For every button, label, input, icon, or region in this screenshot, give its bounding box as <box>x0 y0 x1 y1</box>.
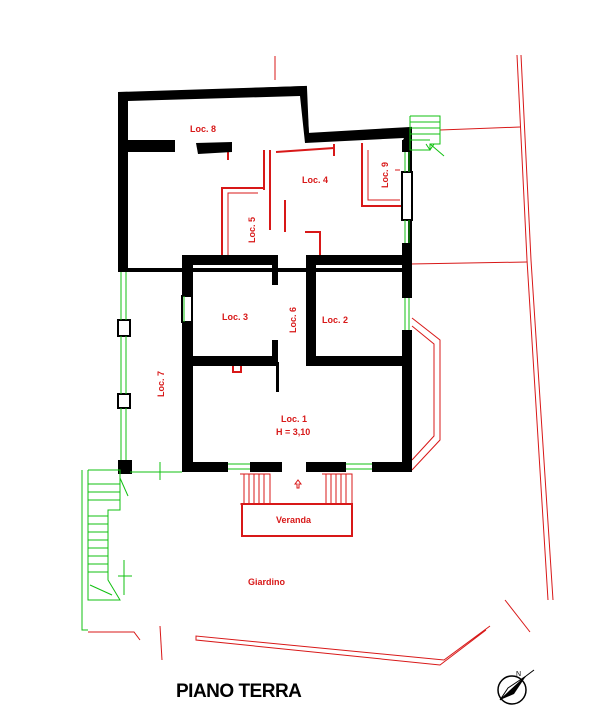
garden-staircase <box>81 469 132 631</box>
label-loc-7: Loc. 7 <box>156 371 166 397</box>
label-giardino: Giardino <box>248 577 286 587</box>
veranda-outline <box>241 503 353 537</box>
label-loc-6: Loc. 6 <box>288 307 298 333</box>
room-labels: Loc. 8 Loc. 4 Loc. 9 Loc. 5 Loc. 3 Loc. … <box>156 124 390 587</box>
label-loc-3: Loc. 3 <box>222 312 248 322</box>
walls <box>117 85 413 474</box>
interior-partitions <box>221 143 402 373</box>
entrance-steps <box>240 473 353 505</box>
north-arrow-icon: N <box>497 669 535 705</box>
label-loc-2: Loc. 2 <box>322 315 348 325</box>
openings <box>120 152 410 480</box>
label-loc-5: Loc. 5 <box>247 217 257 243</box>
label-loc-8: Loc. 8 <box>190 124 216 134</box>
north-east-staircase <box>409 115 445 157</box>
label-veranda: Veranda <box>276 515 312 525</box>
label-loc-1-height: H = 3,10 <box>276 427 310 437</box>
label-loc-1: Loc. 1 <box>281 414 307 424</box>
floor-title: PIANO TERRA <box>176 681 302 702</box>
north-label: N <box>516 671 521 678</box>
label-loc-9: Loc. 9 <box>380 162 390 188</box>
site-boundary-lines <box>88 54 554 666</box>
label-loc-4: Loc. 4 <box>302 175 328 185</box>
